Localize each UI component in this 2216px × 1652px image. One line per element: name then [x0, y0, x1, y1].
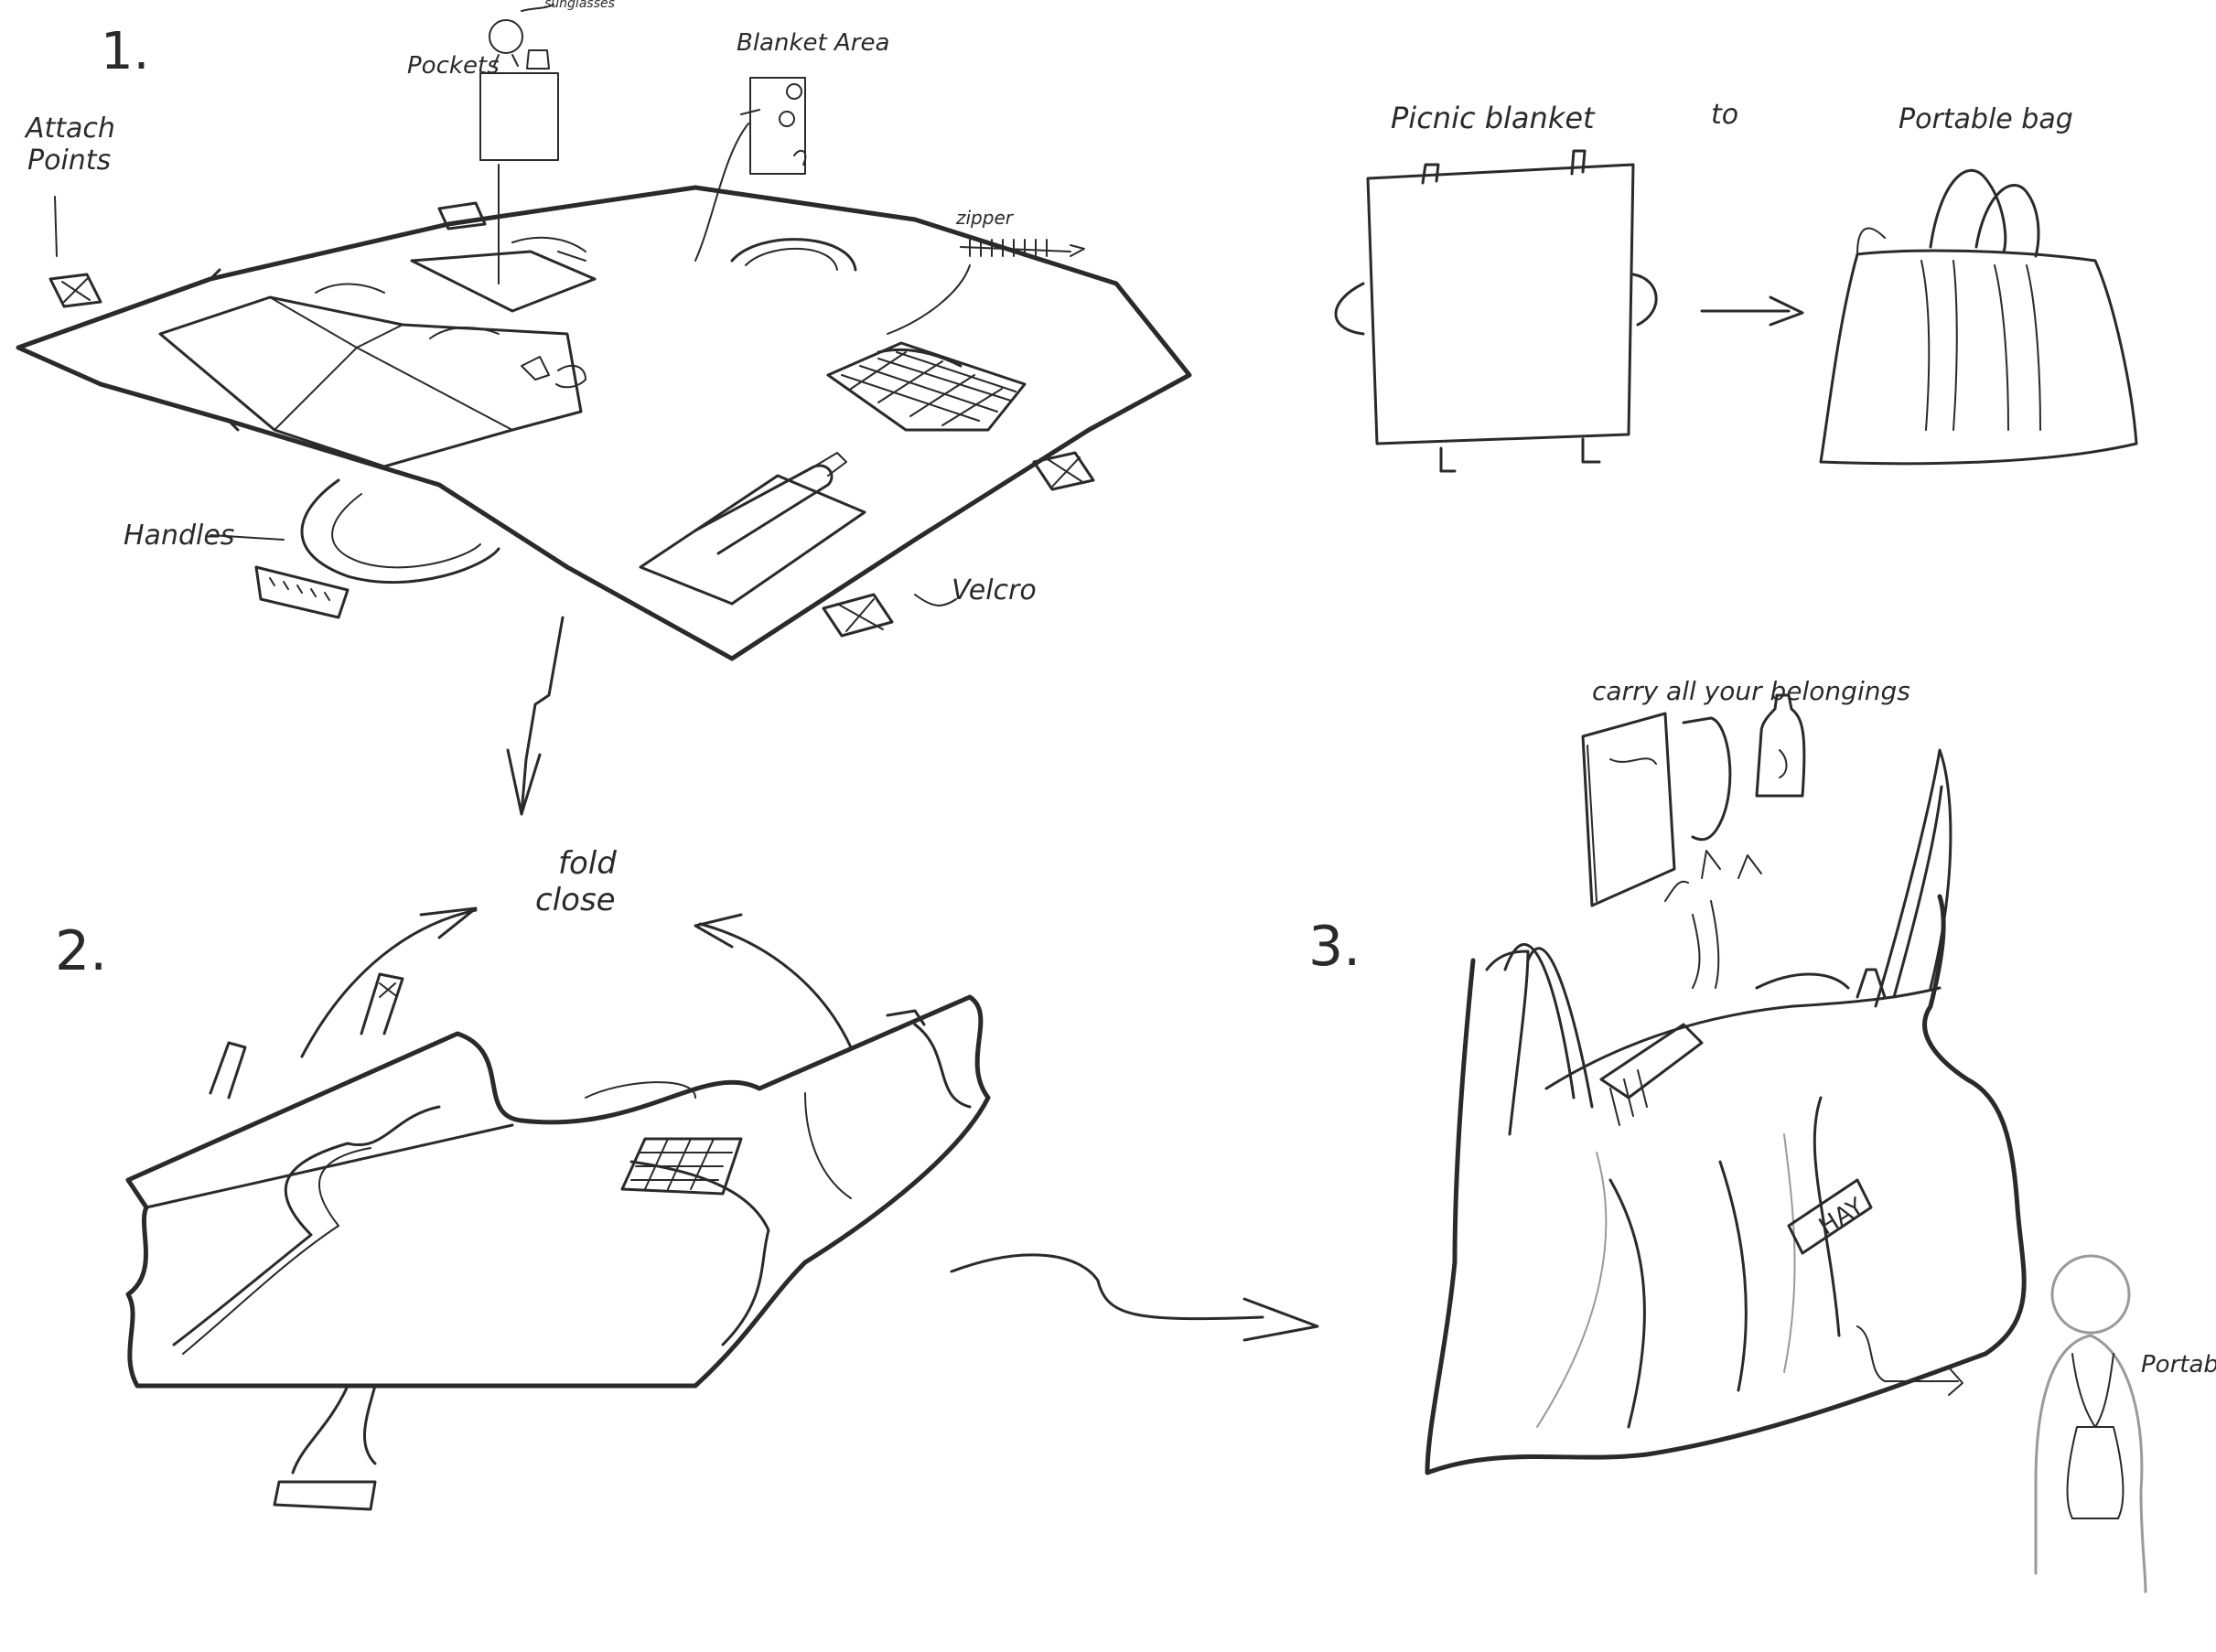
blanket-outline	[16, 185, 1192, 661]
label-blanket-area: Blanket Area	[737, 29, 889, 57]
step-3-bag: 3. carry all your belongings	[1308, 676, 2216, 1593]
flat-blanket-square	[1366, 163, 1635, 445]
step-2-folding: 2. fold close	[55, 845, 991, 1511]
label-to: to	[1711, 99, 1738, 131]
step-number-2: 2.	[55, 919, 107, 983]
step-1-open-blanket: 1.	[16, 0, 1192, 661]
label-attach-points-1: Attach	[24, 113, 115, 145]
zipper-graphic	[960, 239, 1085, 257]
label-pockets: Pockets	[407, 52, 500, 80]
arrow-right-small	[1700, 295, 1804, 327]
blanket-area-inset	[694, 77, 807, 262]
folding-body-outline	[125, 994, 991, 1389]
label-zipper: zipper	[955, 207, 1015, 229]
label-attach-points-2: Points	[27, 145, 111, 177]
attach-point-tabs	[48, 201, 1095, 638]
front-handle	[254, 478, 500, 619]
label-velcro: Velcro	[952, 574, 1037, 606]
label-close: close	[535, 882, 616, 918]
label-sunglasses: sunglasses	[544, 0, 615, 11]
portable-bag-outline	[1819, 249, 2138, 466]
label-picnic-blanket: Picnic blanket	[1391, 101, 1596, 135]
label-fold: fold	[558, 845, 617, 882]
step-number-1: 1.	[101, 22, 149, 81]
step-number-3: 3.	[1308, 915, 1361, 979]
floating-items	[1581, 693, 1806, 989]
arrow-right-2-to-3	[950, 1253, 1319, 1342]
back-handle	[730, 238, 857, 272]
zipper-mesh-pocket	[826, 341, 1027, 432]
label-carry-all: carry all your belongings	[1592, 676, 1910, 706]
pockets-inset	[479, 4, 559, 284]
brand-tag	[1787, 1178, 1873, 1255]
arrow-down-1-to-2	[506, 616, 565, 816]
label-handles: Handles	[124, 520, 234, 552]
person-figure	[2034, 1254, 2147, 1593]
label-portable: Portable	[2141, 1351, 2216, 1378]
carry-bag-outline	[1425, 894, 2027, 1475]
bottle-pocket	[639, 452, 866, 606]
label-portable-bag: Portable bag	[1899, 103, 2073, 135]
blanket-to-bag-diagram: Picnic blanket to Portable bag	[1334, 99, 2138, 473]
pockets-group	[158, 236, 597, 468]
brand-label: HAY	[1814, 1193, 1868, 1241]
